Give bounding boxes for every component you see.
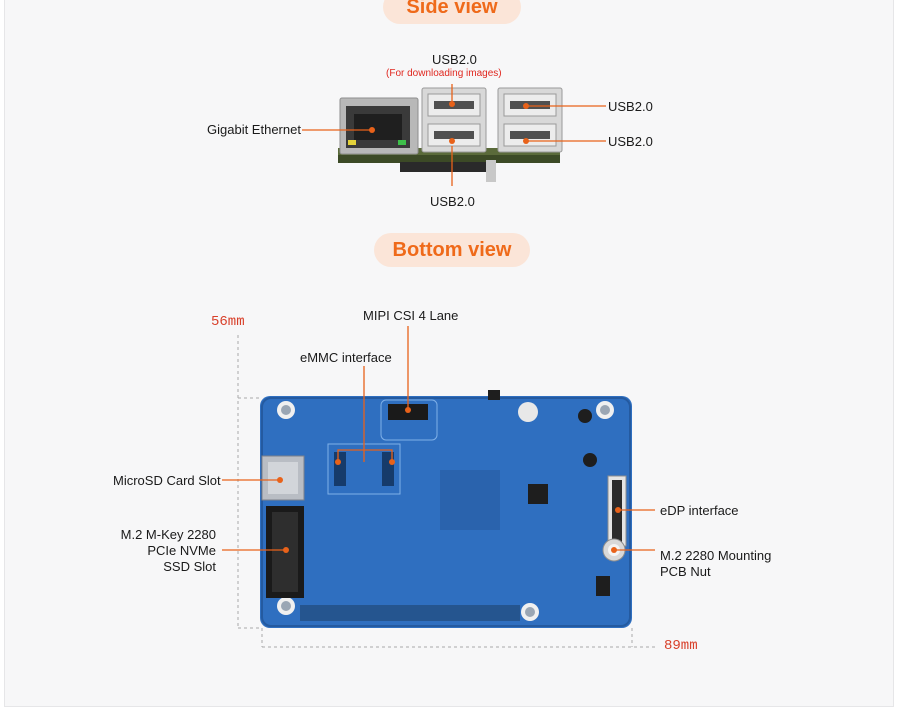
- bottom-view-callout-dots: [277, 407, 621, 553]
- m2-nut-line2: PCB Nut: [660, 564, 711, 579]
- edp-label: eDP interface: [660, 503, 739, 518]
- usb-bottom-label: USB2.0: [430, 194, 475, 209]
- side-view-heading: Side view: [383, 0, 521, 24]
- m2-line1: M.2 M-Key 2280: [120, 527, 216, 542]
- usb-top-note: (For downloading images): [386, 68, 502, 79]
- bottom-view-callouts: [222, 326, 655, 551]
- bottom-view-heading: Bottom view: [374, 233, 530, 267]
- mipi-csi-label: MIPI CSI 4 Lane: [363, 308, 459, 323]
- ethernet-label: Gigabit Ethernet: [207, 122, 301, 137]
- usb-top-label: USB2.0: [432, 52, 477, 67]
- width-dimension: 89mm: [664, 638, 698, 654]
- usb-right-1-label: USB2.0: [608, 99, 653, 114]
- m2-line2: PCIe NVMe: [147, 543, 216, 558]
- emmc-label: eMMC interface: [300, 350, 392, 365]
- m2-nut-line1: M.2 2280 Mounting: [660, 548, 772, 563]
- side-view-board-image: [338, 87, 563, 182]
- microsd-label: MicroSD Card Slot: [113, 473, 221, 488]
- side-view-callouts: [302, 84, 606, 186]
- side-view-callout-dots: [369, 101, 529, 144]
- usb-right-2-label: USB2.0: [608, 134, 653, 149]
- bottom-view-board-image: [260, 390, 632, 628]
- dimension-lines: [237, 335, 655, 648]
- m2-line3: SSD Slot: [163, 559, 216, 574]
- height-dimension: 56mm: [211, 314, 245, 330]
